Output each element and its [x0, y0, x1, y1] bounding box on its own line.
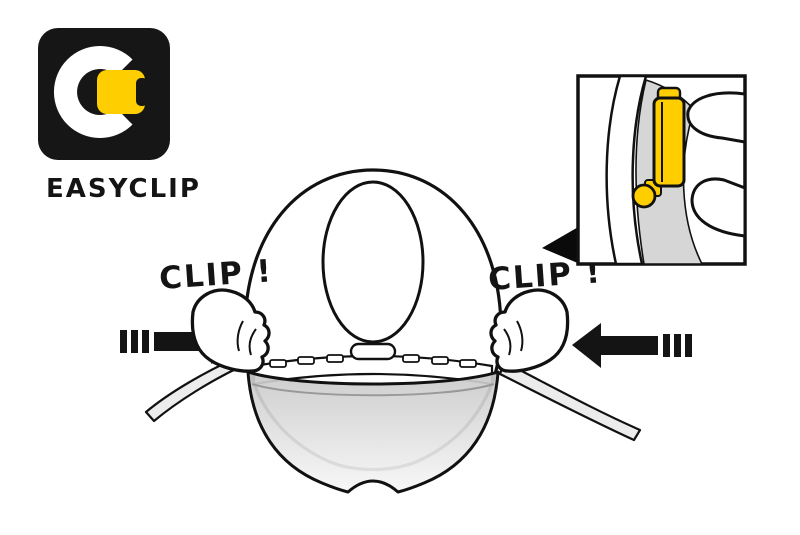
left-hand: [190, 288, 271, 373]
clip-detail-body: [652, 96, 686, 188]
right-hand: [489, 288, 570, 373]
finger-line: [248, 328, 257, 356]
impact-bar: [663, 334, 670, 357]
detail-inset: [542, 74, 747, 266]
helmet-crown-vent: [321, 180, 425, 344]
logo-c-shape: [53, 45, 133, 138]
impact-bar: [142, 330, 149, 353]
impact-bar: [674, 334, 681, 357]
visor-shield: [246, 370, 500, 494]
strap-shape: [498, 360, 642, 442]
impact-bar: [685, 334, 692, 357]
hand-shape: [489, 288, 570, 373]
headband-slot: [326, 354, 344, 363]
push-arrow-right-icon: [572, 323, 692, 368]
impact-bar: [131, 330, 138, 353]
crown-buckle: [349, 342, 397, 361]
headband-slot: [459, 359, 477, 368]
clip-callout-left: CLIP !: [158, 253, 274, 297]
easyclip-logo: EASYCLIP: [38, 28, 201, 204]
logo-clip-notch: [136, 78, 148, 106]
clip-detail-knob: [631, 183, 657, 209]
helmet-edge: [605, 76, 648, 264]
visor-top-edge-line: [251, 383, 495, 397]
arrow-shaft: [600, 336, 658, 355]
finger-line: [236, 320, 244, 352]
headband-slot: [269, 359, 287, 368]
arrow-head: [572, 323, 601, 368]
visor: [246, 370, 500, 494]
logo-clip-icon: [97, 70, 145, 114]
logo-wordmark: EASYCLIP: [46, 174, 201, 204]
headband-slot: [431, 356, 449, 365]
impact-bar: [120, 330, 127, 353]
callout-triangle-icon: [542, 226, 580, 264]
visor-strap-left: [144, 356, 244, 423]
strap-shape: [144, 356, 244, 423]
finger-index: [686, 91, 745, 144]
headband-slot: [297, 356, 315, 365]
finger-line: [503, 328, 512, 356]
finger-line: [516, 320, 524, 352]
visor-strap-right: [498, 360, 642, 442]
inset-content: [605, 76, 745, 264]
headband-slot: [402, 354, 420, 363]
finger-thumb: [690, 177, 745, 238]
